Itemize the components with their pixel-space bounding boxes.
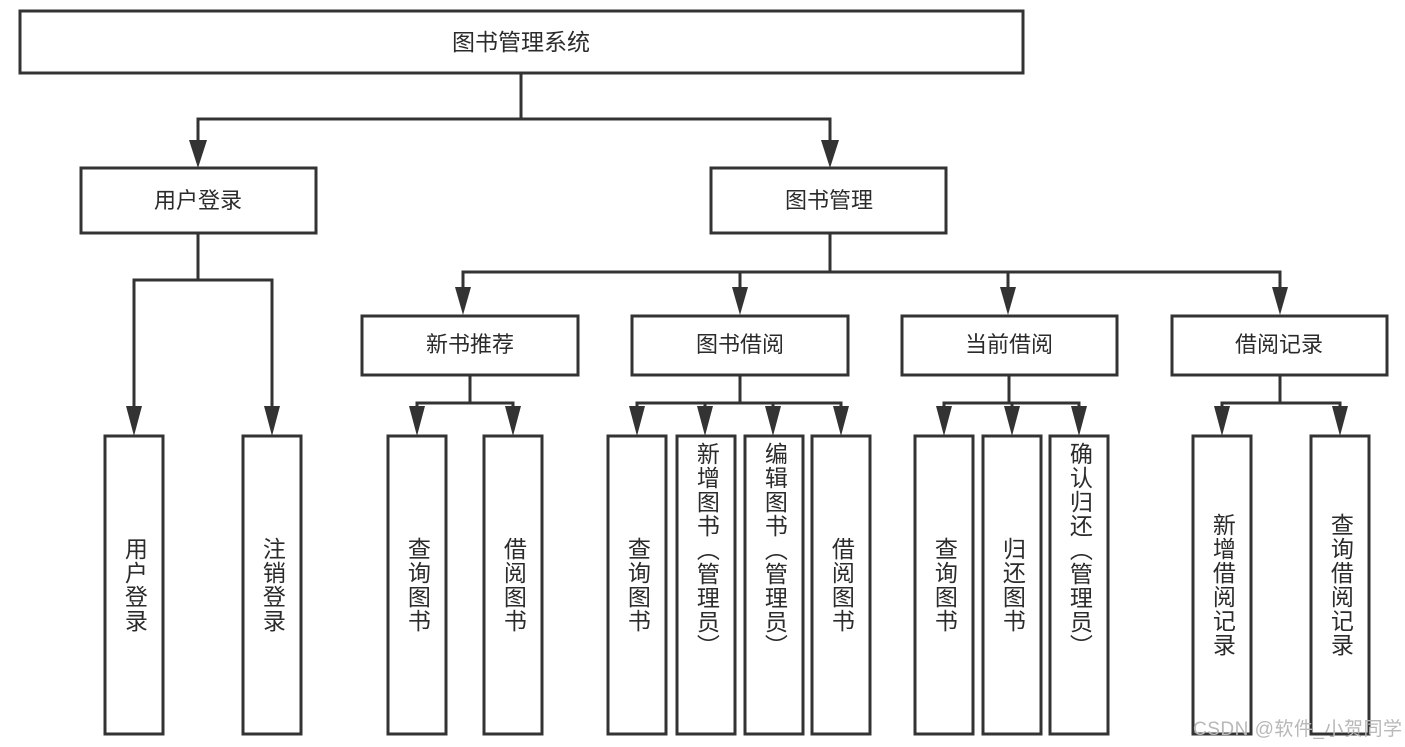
watermark-text: CSDN @软件_小贺同学 xyxy=(1193,719,1403,740)
node-box-leaf-add-book[interactable] xyxy=(675,434,737,736)
node-label-book-management: 图书管理 xyxy=(785,188,873,213)
arrow-bb-leaf-3 xyxy=(765,406,781,436)
arrow-root-to-user-login xyxy=(189,140,207,168)
connector-group-current-borrow xyxy=(936,373,1087,436)
node-box-root-title[interactable] xyxy=(18,9,1025,75)
arrow-bm-to-borrow-record xyxy=(1272,287,1288,315)
node-label-borrow-record: 借阅记录 xyxy=(1235,332,1323,357)
arrow-nbr-leaf-2 xyxy=(505,406,521,436)
node-current-borrow[interactable]: 当前借阅 xyxy=(900,314,1119,377)
node-box-leaf-return-book[interactable] xyxy=(981,434,1043,736)
node-label-book-borrow: 图书借阅 xyxy=(696,332,784,357)
arrow-bm-to-book-borrow xyxy=(732,287,748,315)
arrow-bb-leaf-1 xyxy=(629,406,645,436)
arrow-bb-leaf-2 xyxy=(697,406,713,436)
node-box-leaf-confirm-return[interactable] xyxy=(1048,434,1110,736)
node-box-leaf-query-book-3[interactable] xyxy=(913,434,975,736)
node-box-book-borrow[interactable] xyxy=(630,314,850,377)
node-box-new-book-recommend[interactable] xyxy=(360,314,580,377)
node-box-leaf-logout-login[interactable] xyxy=(241,434,303,736)
node-box-leaf-edit-book[interactable] xyxy=(743,434,805,736)
node-borrow-record[interactable]: 借阅记录 xyxy=(1170,314,1389,377)
node-box-current-borrow[interactable] xyxy=(900,314,1119,377)
node-label-new-book-recommend: 新书推荐 xyxy=(426,332,514,357)
arrow-root-to-book-management xyxy=(821,140,839,168)
node-label-current-borrow: 当前借阅 xyxy=(965,332,1053,357)
node-box-leaf-query-book-1[interactable] xyxy=(386,434,448,736)
arrow-bm-to-current-borrow xyxy=(1000,287,1016,315)
connector-group-book-borrow xyxy=(629,373,849,436)
node-root-title[interactable]: 图书管理系统 xyxy=(18,9,1025,75)
connector-group-borrow-record xyxy=(1214,373,1348,436)
node-box-leaf-borrow-book-2[interactable] xyxy=(810,434,872,736)
arrow-cb-leaf-2 xyxy=(1004,406,1020,436)
node-label-user-login: 用户登录 xyxy=(154,188,242,213)
arrow-user-login-leaf-1 xyxy=(126,406,142,436)
connector-group-book-management xyxy=(455,231,1288,315)
arrow-cb-leaf-3 xyxy=(1071,406,1087,436)
arrow-user-login-leaf-2 xyxy=(264,406,280,436)
arrow-cb-leaf-1 xyxy=(936,406,952,436)
connector-group-new-book-recommend xyxy=(409,373,521,436)
node-box-leaf-query-record[interactable] xyxy=(1309,434,1371,736)
node-new-book-recommend[interactable]: 新书推荐 xyxy=(360,314,580,377)
node-label-root-title: 图书管理系统 xyxy=(452,29,590,55)
node-box-leaf-borrow-book-1[interactable] xyxy=(482,434,544,736)
node-box-leaf-query-book-2[interactable] xyxy=(606,434,668,736)
arrow-bm-to-new-book-recommend xyxy=(455,287,471,315)
arrow-br-leaf-1 xyxy=(1214,406,1230,436)
node-box-borrow-record[interactable] xyxy=(1170,314,1389,377)
arrow-nbr-leaf-1 xyxy=(409,406,425,436)
node-box-leaf-add-record[interactable] xyxy=(1191,434,1253,736)
node-box-book-management[interactable] xyxy=(709,166,948,235)
node-book-borrow[interactable]: 图书借阅 xyxy=(630,314,850,377)
arrow-bb-leaf-4 xyxy=(833,406,849,436)
arrow-br-leaf-2 xyxy=(1332,406,1348,436)
node-user-login[interactable]: 用户登录 xyxy=(79,166,318,235)
connector-group-user-login xyxy=(126,231,280,436)
node-box-leaf-user-login[interactable] xyxy=(103,434,165,736)
node-box-user-login[interactable] xyxy=(79,166,318,235)
node-book-management[interactable]: 图书管理 xyxy=(709,166,948,235)
connector-group-root xyxy=(189,72,839,168)
